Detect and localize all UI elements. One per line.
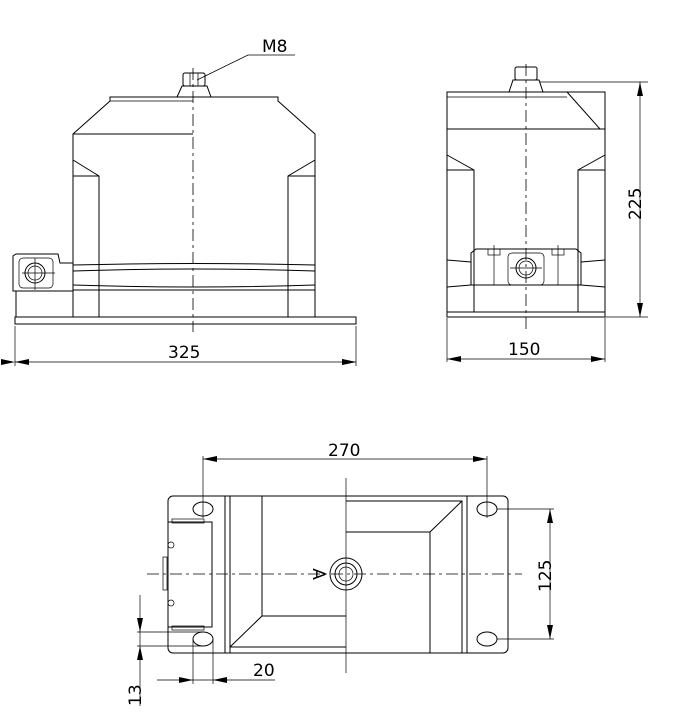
hole-spacing-width-dimension: 125: [536, 560, 556, 592]
bottom-view: A 270 125 20 13: [126, 441, 556, 706]
thread-label: M8: [262, 37, 287, 57]
terminal-box-icon: [12, 253, 74, 317]
nut-icon: [176, 72, 212, 98]
hole-spacing-length-dimension: 270: [328, 441, 360, 461]
side-width-dimension: 150: [508, 340, 540, 360]
front-view: M8 325: [1, 37, 357, 366]
hole-offset-x-dimension: 20: [253, 661, 275, 681]
side-view: 225 150: [446, 64, 648, 362]
front-width-dimension: 325: [168, 343, 200, 363]
hole-offset-y-dimension: 13: [126, 684, 146, 706]
view-marker: A: [308, 568, 328, 580]
height-dimension: 225: [626, 188, 646, 220]
